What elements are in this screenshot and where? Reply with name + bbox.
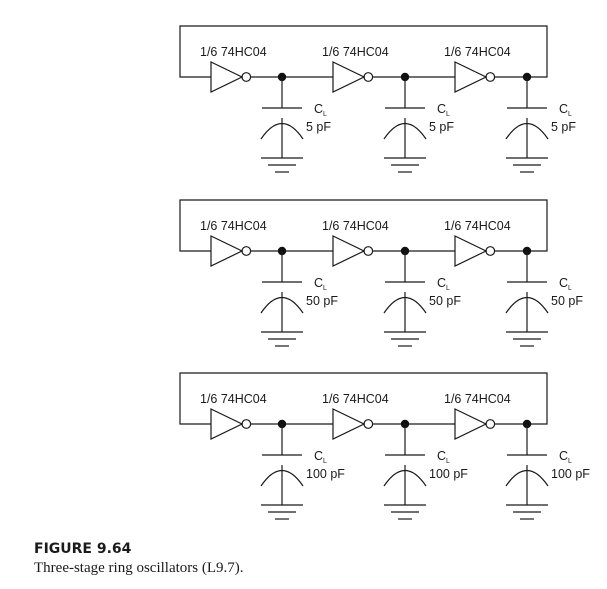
feedback-wire (179, 372, 548, 425)
inverter-icon (210, 61, 244, 93)
feedback-wire (179, 25, 548, 78)
capacitor-subscript: L (446, 111, 450, 118)
capacitor-symbol-label: C (437, 449, 446, 463)
capacitor-symbol-label: C (559, 102, 568, 116)
capacitor-subscript: L (323, 285, 327, 292)
inverter-icon (210, 408, 244, 440)
capacitor-value-label: 50 pF (551, 294, 583, 308)
inverter-icon (332, 235, 366, 267)
gate-label: 1/6 74HC04 (444, 392, 511, 406)
capacitor-subscript: L (446, 458, 450, 465)
inverter-icon (454, 408, 488, 440)
capacitor-value-label: 100 pF (551, 467, 590, 481)
capacitor-symbol-label: C (314, 102, 323, 116)
capacitor-subscript: L (446, 285, 450, 292)
inverter-icon (332, 61, 366, 93)
capacitor-value-label: 5 pF (306, 120, 331, 134)
capacitor-value-label: 50 pF (306, 294, 338, 308)
inverter-icon (454, 235, 488, 267)
figure-caption: Three-stage ring oscillators (L9.7). (34, 560, 244, 576)
capacitor-symbol-label: C (559, 276, 568, 290)
capacitor-subscript: L (323, 458, 327, 465)
inverter-icon (332, 408, 366, 440)
gate-label: 1/6 74HC04 (200, 392, 267, 406)
gate-label: 1/6 74HC04 (444, 45, 511, 59)
gate-label: 1/6 74HC04 (322, 45, 389, 59)
capacitor-value-label: 100 pF (429, 467, 468, 481)
capacitor-symbol-label: C (437, 276, 446, 290)
gate-label: 1/6 74HC04 (444, 219, 511, 233)
inverter-icon (210, 235, 244, 267)
capacitor-subscript: L (568, 285, 572, 292)
feedback-wire (179, 199, 548, 252)
capacitor-subscript: L (568, 111, 572, 118)
capacitor-symbol-label: C (314, 449, 323, 463)
capacitor-subscript: L (323, 111, 327, 118)
gate-label: 1/6 74HC04 (322, 392, 389, 406)
inverter-icon (454, 61, 488, 93)
capacitor-value-label: 50 pF (429, 294, 461, 308)
capacitor-symbol-label: C (559, 449, 568, 463)
figure-number: FIGURE 9.64 (34, 541, 132, 557)
capacitor-value-label: 5 pF (551, 120, 576, 134)
gate-label: 1/6 74HC04 (200, 219, 267, 233)
capacitor-value-label: 5 pF (429, 120, 454, 134)
gate-label: 1/6 74HC04 (200, 45, 267, 59)
capacitor-symbol-label: C (314, 276, 323, 290)
gate-label: 1/6 74HC04 (322, 219, 389, 233)
capacitor-value-label: 100 pF (306, 467, 345, 481)
capacitor-subscript: L (568, 458, 572, 465)
capacitor-symbol-label: C (437, 102, 446, 116)
